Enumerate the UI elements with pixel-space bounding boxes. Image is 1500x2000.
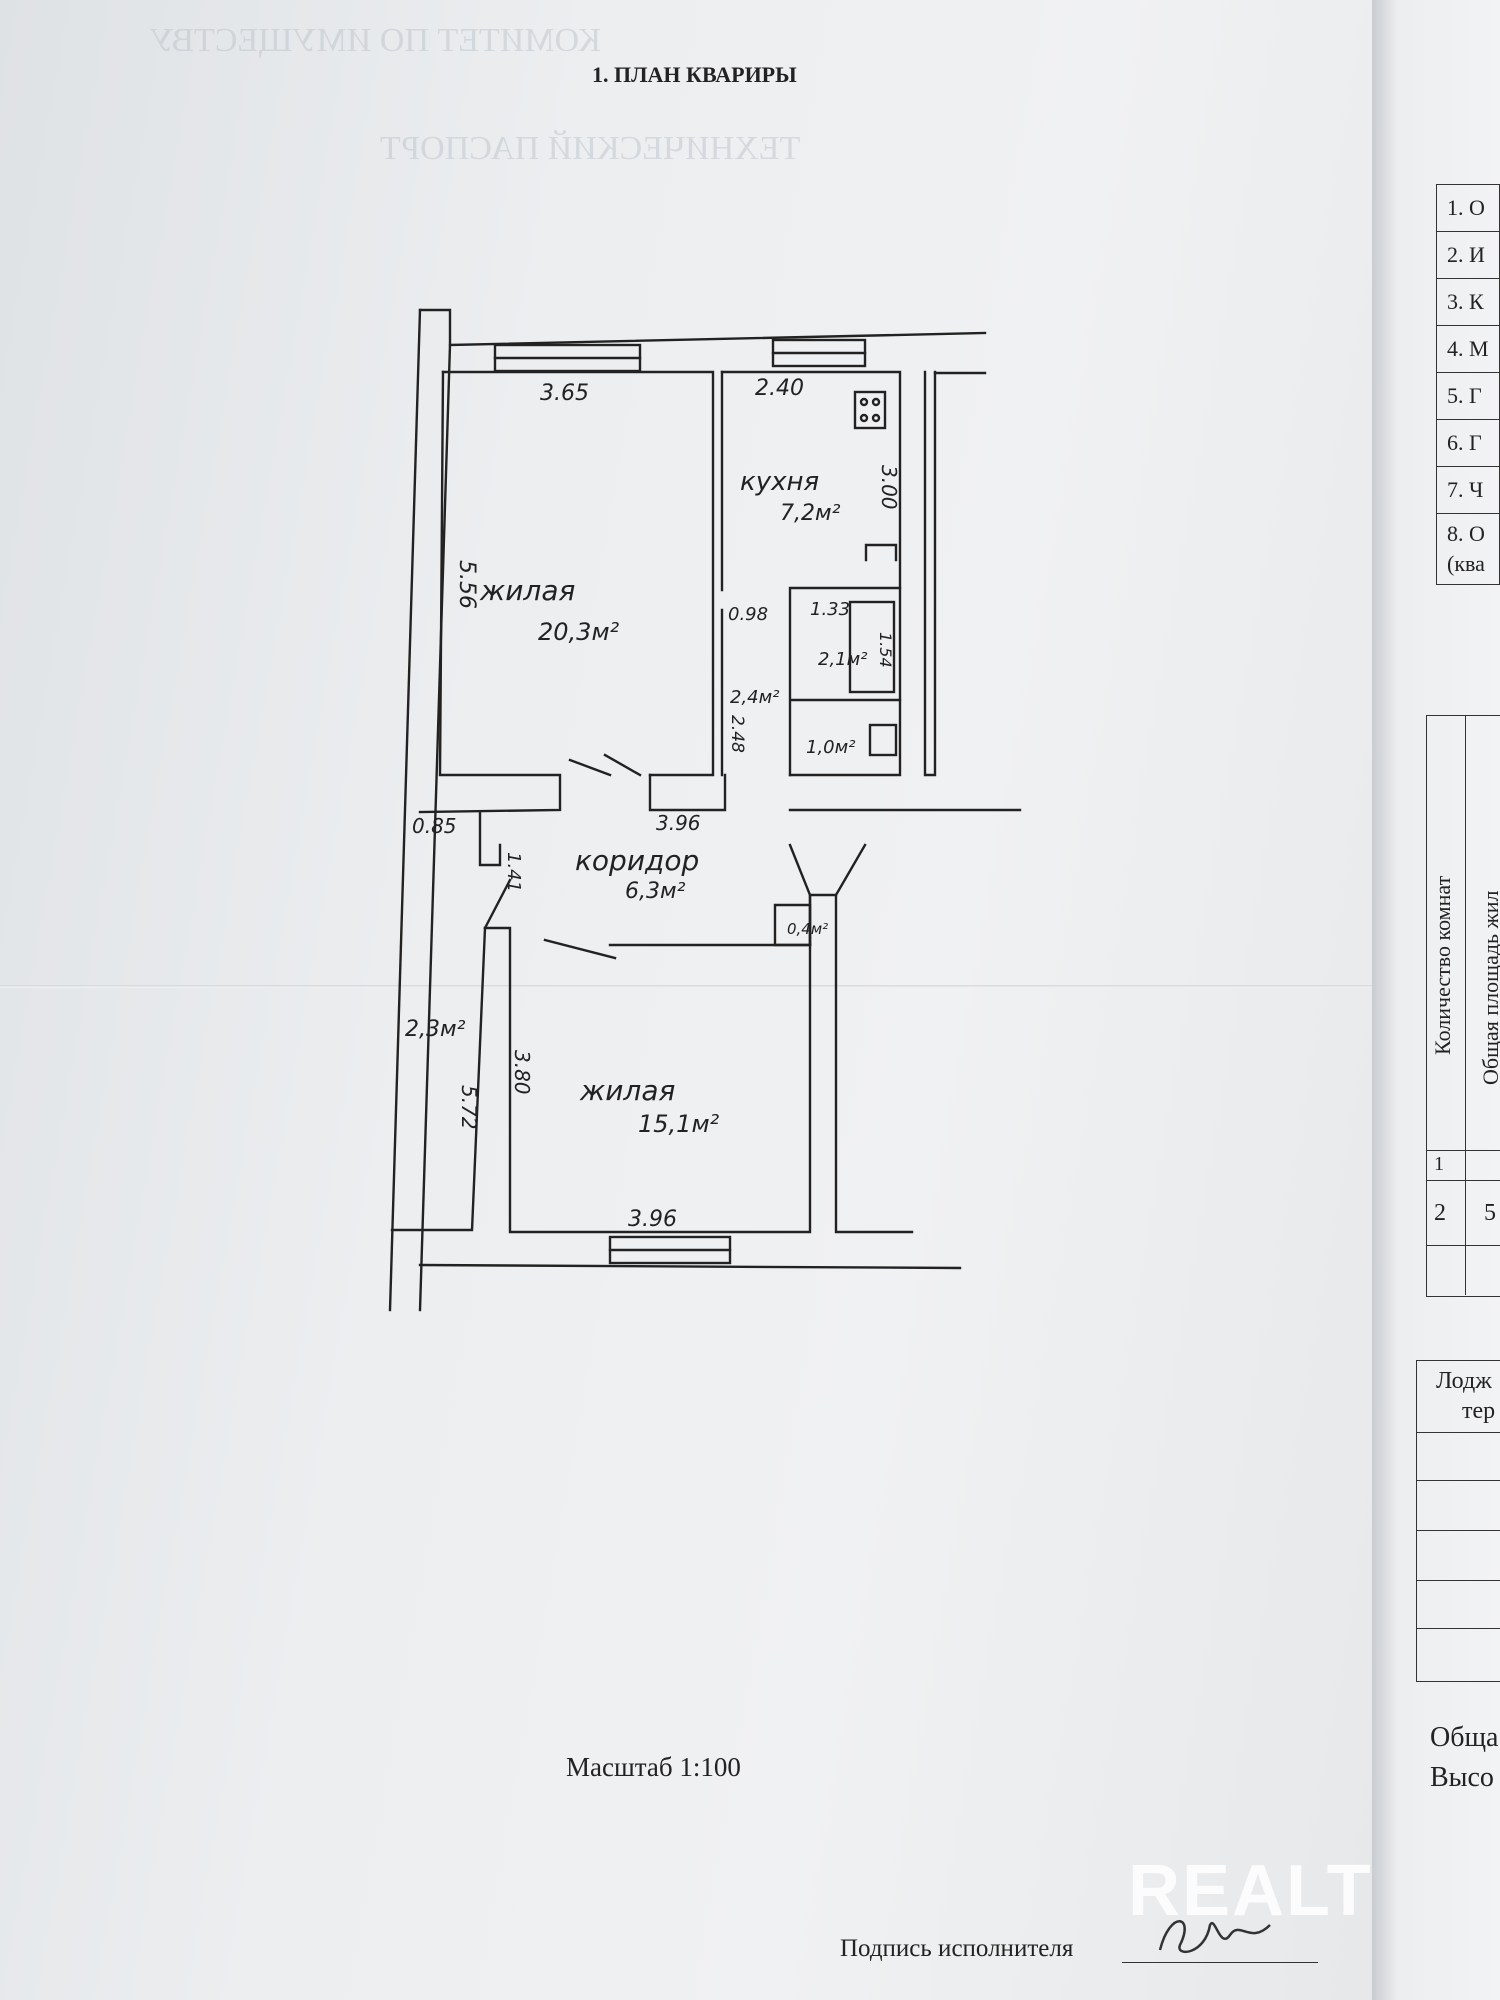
toilet-area: 1,0м²	[806, 737, 855, 758]
loggia-header-1: Лодж	[1436, 1368, 1492, 1394]
page-title: 1. ПЛАН КВАРИРЫ	[592, 62, 797, 87]
signature-label: Подпись исполнителя	[840, 1935, 1074, 1962]
footer-height-label: Высо	[1430, 1762, 1494, 1793]
right-row: 1. О	[1436, 184, 1500, 232]
door-swing	[568, 758, 612, 777]
sink-symbol	[864, 543, 898, 562]
dim-2-48: 2.48	[727, 715, 747, 753]
right-row: 8. О(ква	[1436, 513, 1500, 585]
dim-1-33: 1.33	[810, 599, 850, 620]
dim-1-54: 1.54	[876, 632, 895, 668]
right-row: 2. И	[1436, 231, 1500, 279]
kitchen-name: кухня	[740, 467, 819, 497]
dim-0-98: 0.98	[728, 604, 768, 625]
realt-watermark: REALT	[1128, 1851, 1373, 1931]
dim-1-41: 1.41	[503, 852, 524, 892]
living-1-name: жилая	[479, 574, 575, 607]
right-wall	[923, 370, 937, 777]
bottom-wall	[418, 1263, 962, 1270]
dim-5-56: 5.56	[454, 560, 479, 609]
left-outer-wall	[388, 308, 422, 1312]
loggia-table	[1416, 1360, 1500, 1682]
closet-area: 0,4м²	[787, 920, 828, 938]
dim-5-72: 5.72	[457, 1085, 481, 1130]
dim-3-65: 3.65	[540, 381, 589, 406]
corridor-walls	[648, 773, 727, 812]
footer-total-label: Обща	[1430, 1722, 1499, 1753]
loggia-header-2: тер	[1462, 1398, 1496, 1424]
hall-area: 2,4м²	[730, 687, 779, 708]
row-num-1: 1	[1434, 1153, 1444, 1175]
corridor-name: коридор	[575, 844, 699, 877]
row-num-2: 2	[1434, 1200, 1446, 1226]
bath-area: 2,1м²	[818, 649, 867, 670]
living-room-2-walls	[483, 893, 914, 1234]
right-row: 3. К	[1436, 278, 1500, 326]
dim-3-96-b: 3.96	[628, 1207, 677, 1232]
dim-2-40: 2.40	[755, 376, 804, 401]
signature-scribble	[1158, 1920, 1271, 1954]
right-page-table: 1. О 2. И 3. К 4. М 5. Г 6. Г 7. Ч 8. О(…	[1436, 184, 1500, 585]
kitchen-walls	[720, 370, 902, 777]
top-wall	[418, 308, 987, 347]
paper-fold	[0, 985, 1372, 988]
total-area-header: Общая площадь жил	[1478, 890, 1500, 1085]
living-1-area: 20,3м²	[538, 618, 620, 646]
closet	[773, 903, 812, 947]
rooms-table	[1426, 715, 1500, 1297]
document-sheet: КОМИТЕТ ПО ИМУЩЕСТВУ ТЕХНИЧЕСКИЙ ПАСПОРТ…	[0, 0, 1372, 2000]
rooms-count-header: Количество комнат	[1430, 875, 1455, 1055]
scale-label: Масштаб 1:100	[566, 1752, 741, 1782]
right-row: 7. Ч	[1436, 466, 1500, 514]
kitchen-area: 7,2м²	[780, 501, 841, 526]
right-row: 4. М	[1436, 325, 1500, 373]
dim-3-80: 3.80	[510, 1050, 534, 1095]
row2-value: 5	[1484, 1200, 1496, 1226]
dim-3-96-a: 3.96	[656, 811, 701, 835]
signature-line	[1122, 1962, 1318, 1963]
bathroom-walls	[788, 586, 902, 777]
floor-plan: 3.65 2.40 5.56 кухня 7,2м² 3.00 жилая 20…	[388, 308, 1022, 1312]
living-2-area: 15,1м²	[638, 1110, 720, 1138]
stove-symbol	[853, 390, 887, 430]
living-2-name: жилая	[579, 1074, 675, 1107]
right-row: 6. Г	[1436, 419, 1500, 467]
right-row: 5. Г	[1436, 372, 1500, 420]
loggia-area: 2,3м²	[405, 1017, 466, 1042]
dim-3-00: 3.00	[877, 465, 901, 510]
dim-0-85: 0.85	[412, 814, 457, 838]
corridor-area: 6,3м²	[625, 879, 686, 904]
